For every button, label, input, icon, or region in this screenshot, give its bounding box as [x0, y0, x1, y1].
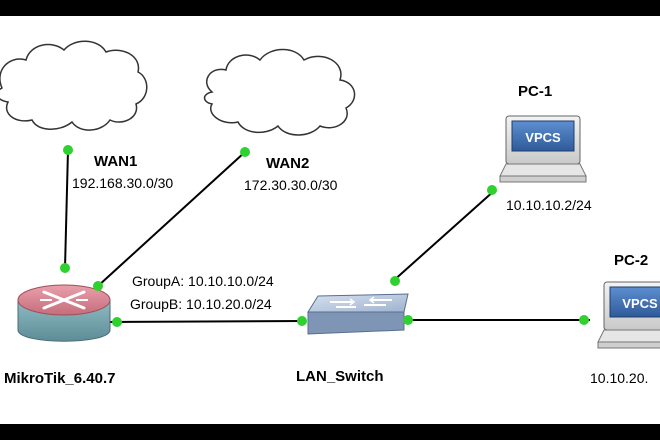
- top-black-bar: [0, 0, 660, 16]
- port-router-wan2: [93, 281, 103, 291]
- port-router-lan: [112, 317, 122, 327]
- groupb-label: GroupB: 10.10.20.0/24: [130, 296, 272, 312]
- labels: WAN1 192.168.30.0/30 WAN2 172.30.30.0/30…: [4, 83, 648, 387]
- pc2-vpcs-text: VPCS: [622, 296, 658, 311]
- pc1-icon[interactable]: VPCS: [499, 115, 587, 183]
- switch-icon[interactable]: [307, 293, 409, 335]
- pc1-name-label: PC-1: [518, 83, 552, 100]
- network-diagram: VPCS VPCS WAN1 192.168.30.0/30 WAN2 172.…: [0, 40, 660, 387]
- port-switch-router: [297, 316, 307, 326]
- router-name-label: MikroTik_6.40.7: [4, 370, 115, 387]
- wan2-name-label: WAN2: [266, 155, 309, 172]
- router-icon[interactable]: [17, 284, 111, 342]
- topology-canvas: VPCS VPCS WAN1 192.168.30.0/30 WAN2 172.…: [0, 16, 660, 424]
- pc2-name-label: PC-2: [614, 252, 648, 269]
- groupa-label: GroupA: 10.10.10.0/24: [132, 273, 274, 289]
- pc1-vpcs-text: VPCS: [525, 130, 561, 145]
- wan2-subnet-label: 172.30.30.0/30: [244, 177, 338, 193]
- link-router-switch[interactable]: [107, 320, 306, 323]
- bottom-black-bar: [0, 424, 660, 440]
- port-switch-pc2: [403, 315, 413, 325]
- pc1-ip-label: 10.10.10.2/24: [506, 197, 592, 213]
- pc2-ip-label: 10.10.20.: [590, 370, 648, 386]
- link-wan2-router[interactable]: [97, 151, 246, 287]
- wan2-cloud-icon[interactable]: [203, 48, 356, 136]
- port-switch-pc1: [390, 276, 400, 286]
- switch-name-label: LAN_Switch: [296, 368, 384, 385]
- wan1-subnet-label: 192.168.30.0/30: [72, 175, 173, 191]
- pc2-icon[interactable]: VPCS: [597, 281, 660, 349]
- port-pc1: [487, 185, 497, 195]
- link-switch-pc1[interactable]: [391, 189, 496, 283]
- links: [64, 149, 590, 323]
- wan1-cloud-icon[interactable]: [0, 40, 148, 131]
- link-wan1-router[interactable]: [64, 149, 69, 269]
- port-router-wan1: [60, 263, 70, 273]
- wan1-name-label: WAN1: [94, 153, 137, 170]
- port-wan2-cloud: [240, 147, 250, 157]
- port-wan1-cloud: [63, 145, 73, 155]
- link-endpoints: [60, 145, 589, 327]
- port-pc2: [579, 315, 589, 325]
